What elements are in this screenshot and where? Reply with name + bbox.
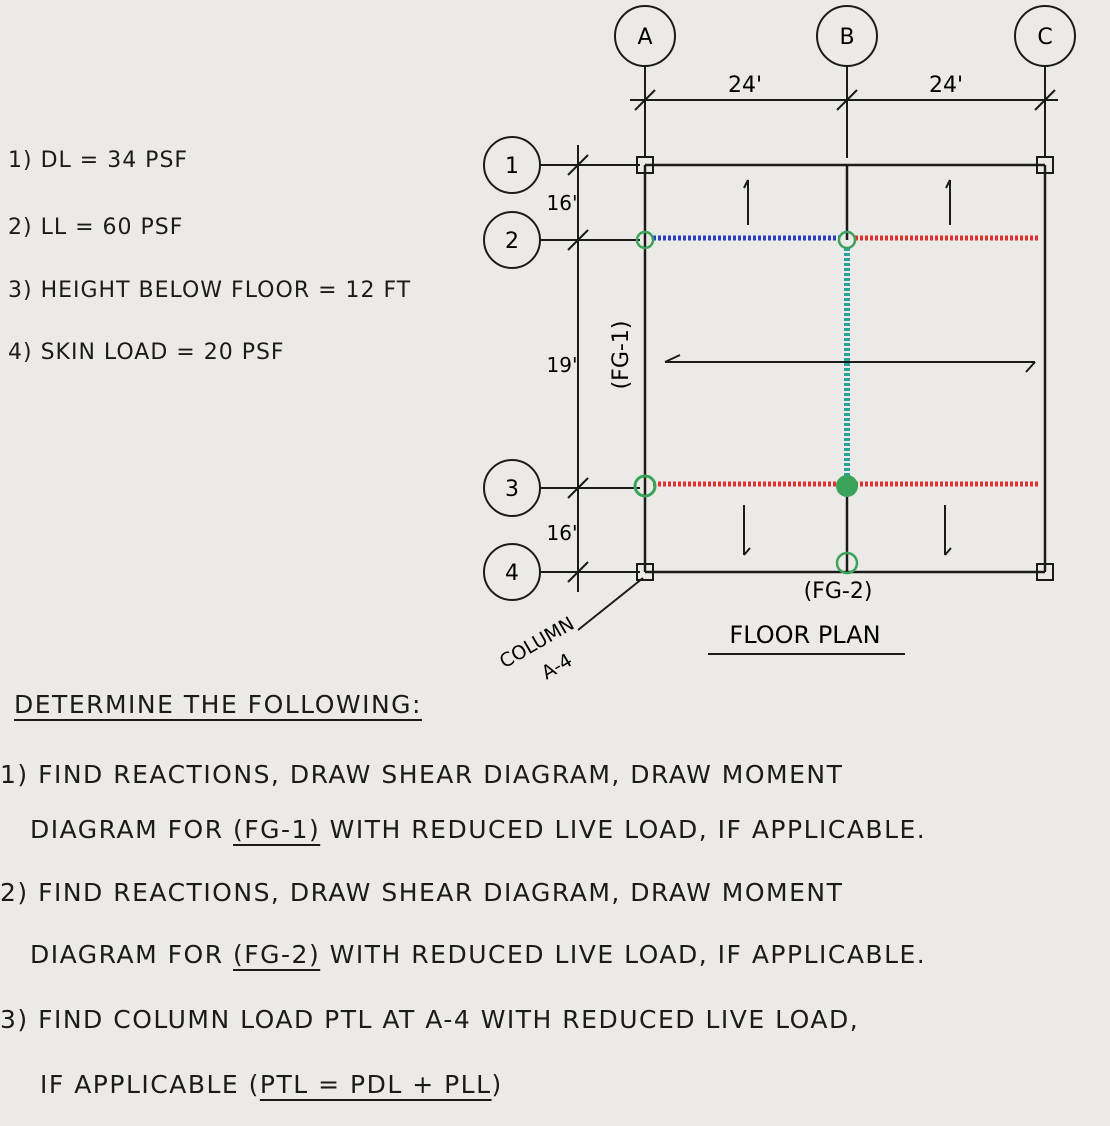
- svg-text:1: 1: [505, 154, 519, 179]
- span-arrow-top-left: [743, 179, 749, 225]
- dimension-line-horizontal: [630, 89, 1058, 111]
- svg-text:B: B: [839, 25, 854, 50]
- given-dead-load: 1) DL = 34 PSF: [8, 148, 189, 173]
- column-a4-label-line2: A-4: [538, 649, 576, 680]
- column-a1: [636, 156, 654, 174]
- span-arrow-bottom-left: [743, 505, 751, 556]
- row-bubble-1: 1: [483, 136, 541, 194]
- svg-text:4: 4: [505, 561, 519, 586]
- fg2-label: (FG-2): [804, 579, 873, 604]
- column-bubble-b: B: [816, 5, 878, 67]
- given-skin-load: 4) SKIN LOAD = 20 PSF: [8, 340, 285, 365]
- given-height: 3) HEIGHT BELOW FLOOR = 12 FT: [8, 278, 412, 303]
- span-12-dimension: 16': [547, 191, 578, 215]
- span-bc-dimension: 24': [929, 73, 963, 98]
- question-2-prefix: DIAGRAM FOR: [30, 940, 224, 969]
- svg-text:C: C: [1037, 25, 1052, 50]
- support-a3: [633, 474, 657, 498]
- support-b3: [836, 475, 858, 497]
- column-bubble-a: A: [614, 5, 676, 67]
- support-a2: [635, 230, 655, 250]
- support-b4: [835, 551, 859, 575]
- fg1-label: (FG-1): [609, 321, 634, 390]
- span-arrow-top-right: [945, 179, 951, 225]
- column-c4: [1036, 563, 1054, 581]
- question-3-suffix: ): [491, 1070, 503, 1099]
- question-3-line-1: 3) FIND COLUMN LOAD PTL AT A-4 WITH REDU…: [0, 1005, 860, 1034]
- span-34-dimension: 16': [547, 521, 578, 545]
- column-bubble-c: C: [1014, 5, 1076, 67]
- support-b2: [837, 230, 857, 250]
- question-1-line-1: 1) FIND REACTIONS, DRAW SHEAR DIAGRAM, D…: [0, 760, 844, 789]
- span-arrow-bottom-right: [944, 505, 952, 556]
- span-ab-dimension: 24': [728, 73, 762, 98]
- column-c1: [1036, 156, 1054, 174]
- column-a4: [636, 563, 654, 581]
- question-1-suffix: WITH REDUCED LIVE LOAD, IF APPLICABLE.: [329, 815, 927, 844]
- row-bubble-3: 3: [483, 459, 541, 517]
- question-1-ref: (FG-1): [233, 815, 321, 844]
- given-live-load: 2) LL = 60 PSF: [8, 215, 184, 240]
- question-1-line-2: DIAGRAM FOR (FG-1) WITH REDUCED LIVE LOA…: [30, 815, 926, 844]
- floor-plan-title: FLOOR PLAN: [729, 621, 880, 649]
- question-3-line-2: IF APPLICABLE (PTL = PDL + PLL): [40, 1070, 503, 1099]
- row-bubble-2: 2: [483, 211, 541, 269]
- span-arrow-middle: [664, 354, 1036, 373]
- question-2-suffix: WITH REDUCED LIVE LOAD, IF APPLICABLE.: [329, 940, 927, 969]
- row-bubble-4: 4: [483, 543, 541, 601]
- questions-heading: DETERMINE THE FOLLOWING:: [14, 690, 422, 719]
- question-2-line-2: DIAGRAM FOR (FG-2) WITH REDUCED LIVE LOA…: [30, 940, 926, 969]
- dimension-line-vertical: [540, 145, 640, 592]
- question-3-prefix: IF APPLICABLE (: [40, 1070, 260, 1099]
- question-2-ref: (FG-2): [233, 940, 321, 969]
- question-2-line-1: 2) FIND REACTIONS, DRAW SHEAR DIAGRAM, D…: [0, 878, 844, 907]
- question-3-ref: PTL = PDL + PLL: [259, 1070, 492, 1099]
- column-a4-leader: [577, 577, 644, 631]
- svg-text:2: 2: [505, 229, 519, 254]
- svg-text:3: 3: [505, 477, 519, 502]
- svg-text:A: A: [637, 25, 652, 50]
- floor-plan-diagram: A B C 24' 24' 1 2 3 4: [483, 5, 1076, 680]
- span-23-dimension: 19': [547, 353, 578, 377]
- question-1-prefix: DIAGRAM FOR: [30, 815, 224, 844]
